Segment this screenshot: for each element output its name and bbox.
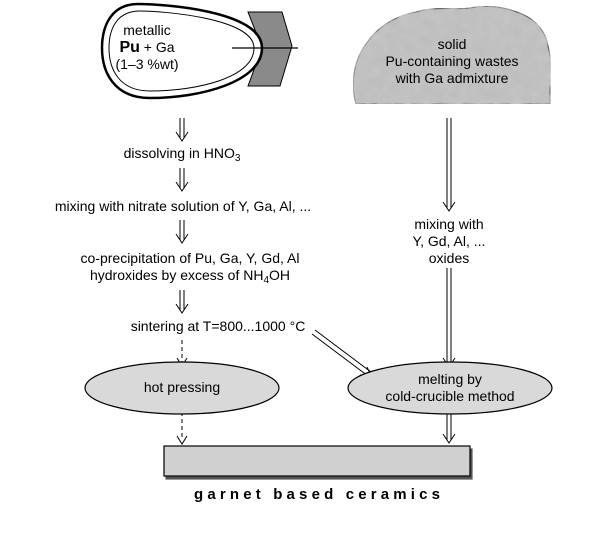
step-dissolving-text: dissolving in HNO3 <box>123 145 241 164</box>
arrow-melting-to-result <box>442 414 456 444</box>
arrow-hotpressing-to-result-head <box>176 435 188 445</box>
bomb-body <box>100 2 264 100</box>
arrow-mixing-oxides-to-melting <box>442 268 456 368</box>
waste-source-line1: solid <box>437 36 467 52</box>
result-box <box>163 445 471 477</box>
step-dissolving: dissolving in HNO3 <box>82 145 282 164</box>
process-hot-pressing: hot pressing <box>143 379 221 395</box>
arrow-bomb-to-dissolving <box>175 118 189 142</box>
arrow-mixing-to-coprecipitation <box>175 220 189 244</box>
process-melting-line2: cold-crucible method <box>385 388 515 404</box>
melting-ellipse <box>347 361 553 415</box>
ga-addition: + Ga <box>139 39 175 55</box>
waste-source-line2: Pu-containing wastes <box>385 53 519 69</box>
metal-source-line2: Pu + Ga <box>108 39 186 56</box>
arrow-waste-to-mixing-oxides <box>442 118 456 212</box>
waste-rock-shape <box>352 5 551 105</box>
step-coprecipitation-line1: co-precipitation of Pu, Ga, Y, Gd, Al <box>80 250 300 266</box>
left-flow-arrows <box>175 118 189 445</box>
step-mixing-oxides-line3: oxides <box>428 250 470 266</box>
diagram-canvas <box>84 2 553 477</box>
arrow-coprecipitation-to-sintering <box>175 290 189 314</box>
step-mixing-nitrate: mixing with nitrate solution of Y, Ga, A… <box>54 198 312 214</box>
step-coprecipitation: co-precipitation of Pu, Ga, Y, Gd, Al hy… <box>40 250 340 286</box>
pu-symbol: Pu <box>119 39 140 56</box>
metal-source-line3: (1–3 %wt) <box>115 56 179 72</box>
metal-source-line1: metallic <box>123 22 171 38</box>
bomb-body-inner <box>108 10 255 92</box>
bomb-source-shape <box>100 2 298 100</box>
waste-source-label: solid Pu-containing wastes with Ga admix… <box>354 36 550 87</box>
step-sintering: sintering at T=800...1000 °C <box>130 318 306 334</box>
process-flow-diagram: metallic Pu + Ga (1–3 %wt) solid Pu-cont… <box>40 2 553 503</box>
step-mixing-oxides-line2: Y, Gd, Al, ... <box>412 233 486 249</box>
hot-pressing-ellipse <box>84 361 280 415</box>
process-melting: melting by cold-crucible method <box>360 371 540 405</box>
step-dissolving-sub: 3 <box>234 153 241 164</box>
step-mixing-oxides: mixing with Y, Gd, Al, ... oxides <box>384 216 514 267</box>
step-coprecipitation-line2: hydroxides by excess of NH4OH <box>89 267 291 286</box>
metal-source-label: metallic Pu + Ga (1–3 %wt) <box>108 22 186 73</box>
step-mixing-oxides-line1: mixing with <box>414 216 484 232</box>
arrow-dissolving-to-mixing <box>175 168 189 192</box>
process-melting-line1: melting by <box>418 371 482 387</box>
waste-source-line3: with Ga admixture <box>395 70 509 86</box>
result-label: g a r n e t b a s e d c e r a m i c s <box>194 486 440 503</box>
arrow-sintering-to-melting <box>311 329 372 377</box>
